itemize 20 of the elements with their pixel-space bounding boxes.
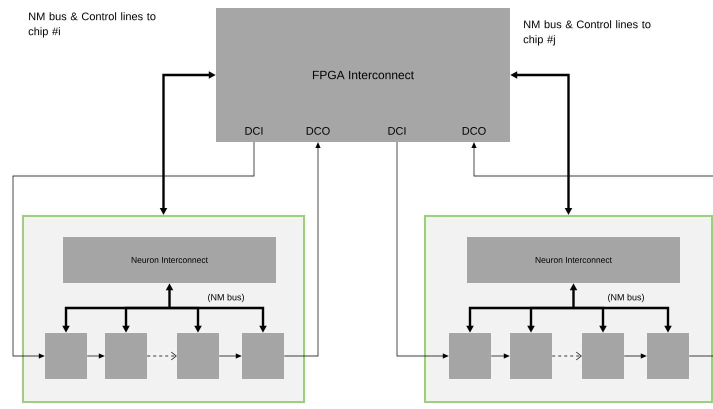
- port-label: DCO: [462, 127, 486, 135]
- interconnect-box: Neuron Interconnect: [467, 237, 680, 283]
- port-label: DCO: [306, 127, 330, 135]
- dashed-arrow: [552, 352, 582, 360]
- note-text: NM bus & Control lines to chip #j: [524, 20, 650, 46]
- neuron-box: [45, 333, 87, 379]
- dashed-arrow: [146, 352, 177, 360]
- neuron-box: [647, 333, 689, 379]
- bus-label: (NM bus): [208, 294, 244, 302]
- neuron-box: [105, 333, 147, 379]
- neuron-box: [510, 333, 552, 379]
- neuron-box: [582, 333, 624, 379]
- bus-label: (NM bus): [608, 294, 644, 302]
- neuron-box: [242, 333, 284, 379]
- interconnect-box: Neuron Interconnect: [63, 237, 276, 283]
- note-text: NM bus & Control lines to chip #i: [28, 12, 156, 38]
- neuron-box: [449, 333, 491, 379]
- neuron-box: [177, 333, 219, 379]
- port-label: DCI: [388, 127, 406, 135]
- port-label: DCI: [245, 127, 262, 135]
